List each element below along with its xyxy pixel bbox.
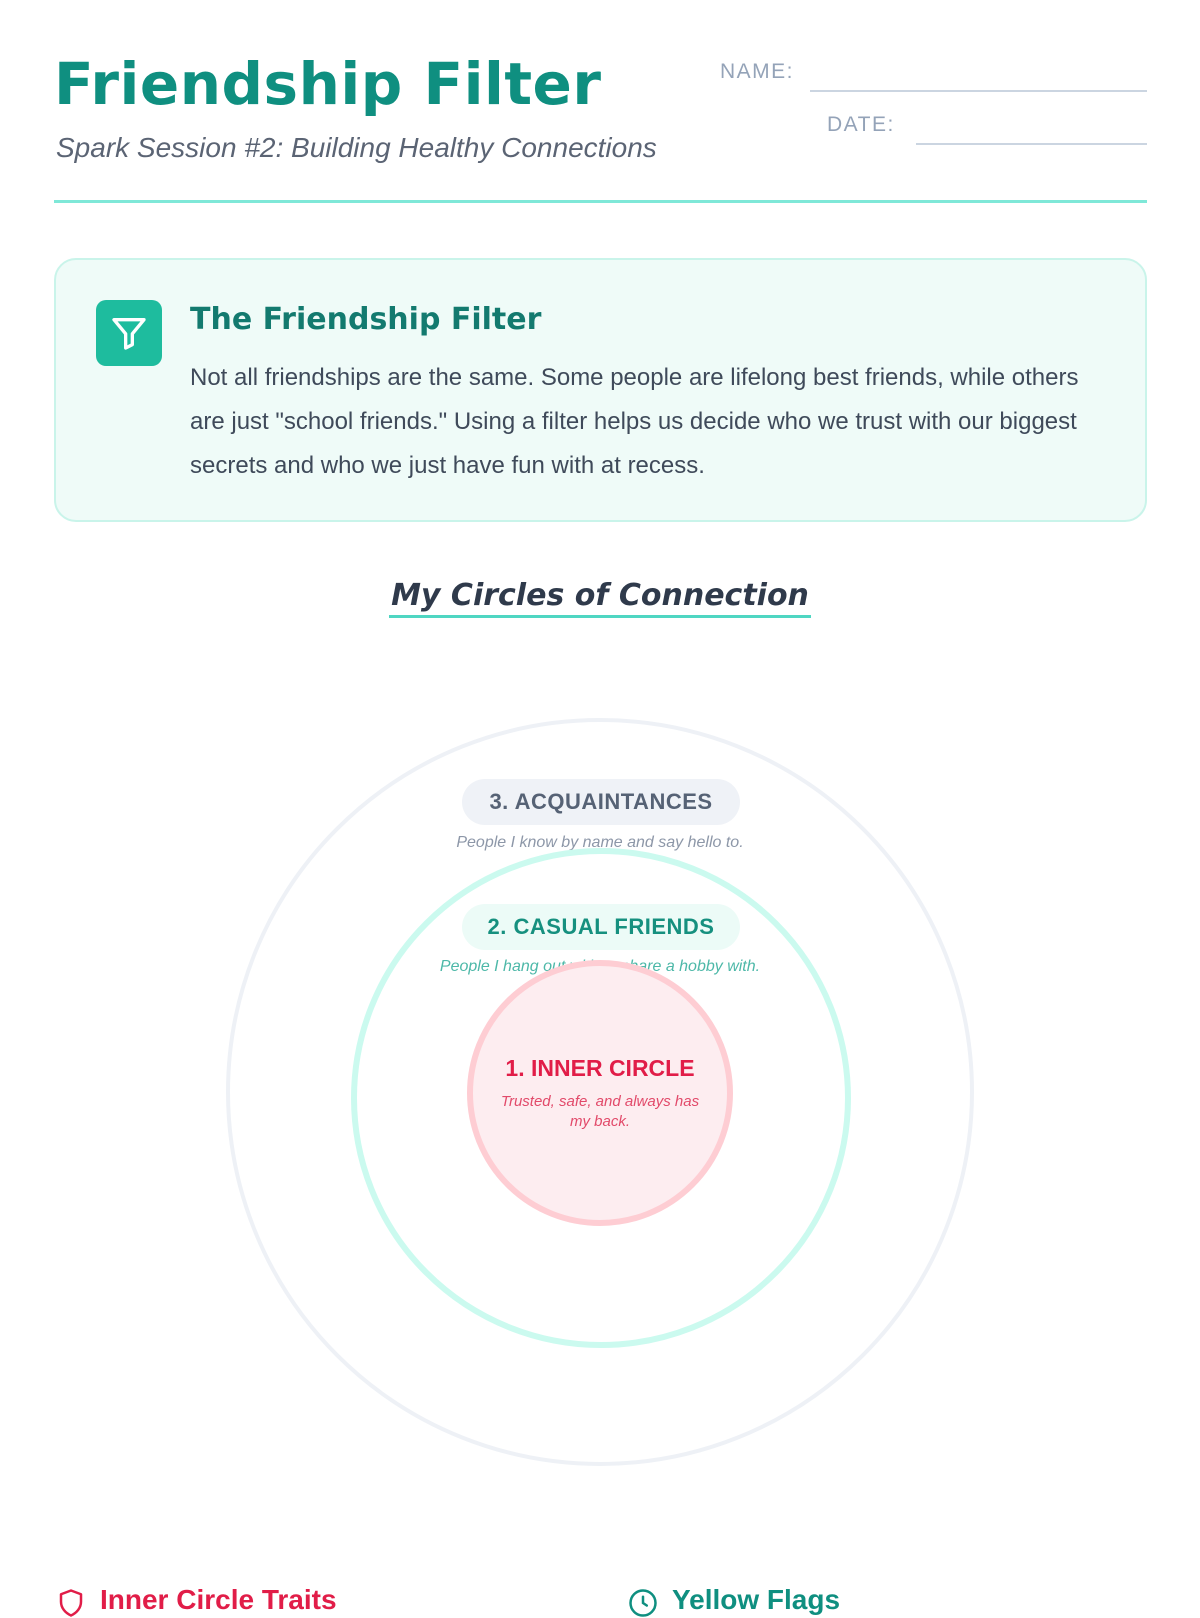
acquaintances-label: 3. ACQUAINTANCES <box>462 779 740 825</box>
info-card: The Friendship Filter Not all friendship… <box>54 258 1147 522</box>
inner-circle-label: 1. INNER CIRCLE <box>505 1055 695 1081</box>
name-label: NAME: <box>720 60 795 83</box>
inner-circle-ring <box>467 960 733 1226</box>
circles-heading: My Circles of Connection <box>0 578 1200 618</box>
date-label: DATE: <box>827 113 895 136</box>
inner-circle-note: Trusted, safe, and always has my back. <box>500 1093 700 1130</box>
footer-inner-circle-traits: Inner Circle Traits <box>56 1584 456 1617</box>
circles-heading-text: My Circles of Connection <box>389 578 811 618</box>
page-title: Friendship Filter <box>54 50 602 118</box>
header-divider <box>54 200 1147 203</box>
acquaintances-ring <box>226 718 974 1466</box>
acquaintances-note: People I know by name and say hello to. <box>456 834 744 851</box>
page-subtitle: Spark Session #2: Building Healthy Conne… <box>56 132 657 163</box>
footer-right-label: Yellow Flags <box>672 1584 841 1615</box>
date-field[interactable] <box>916 143 1147 145</box>
casual-friends-label: 2. CASUAL FRIENDS <box>462 904 740 950</box>
footer-yellow-flags: Yellow Flags <box>628 1584 1028 1617</box>
footer-left-label: Inner Circle Traits <box>100 1584 337 1615</box>
filter-icon <box>96 300 162 366</box>
name-field[interactable] <box>810 90 1147 92</box>
clock-icon <box>629 1589 657 1617</box>
info-title: The Friendship Filter <box>190 302 542 337</box>
shield-icon <box>59 1589 83 1617</box>
info-body: Not all friendships are the same. Some p… <box>190 364 1079 479</box>
worksheet-header: Friendship Filter Spark Session #2: Buil… <box>54 50 1147 205</box>
